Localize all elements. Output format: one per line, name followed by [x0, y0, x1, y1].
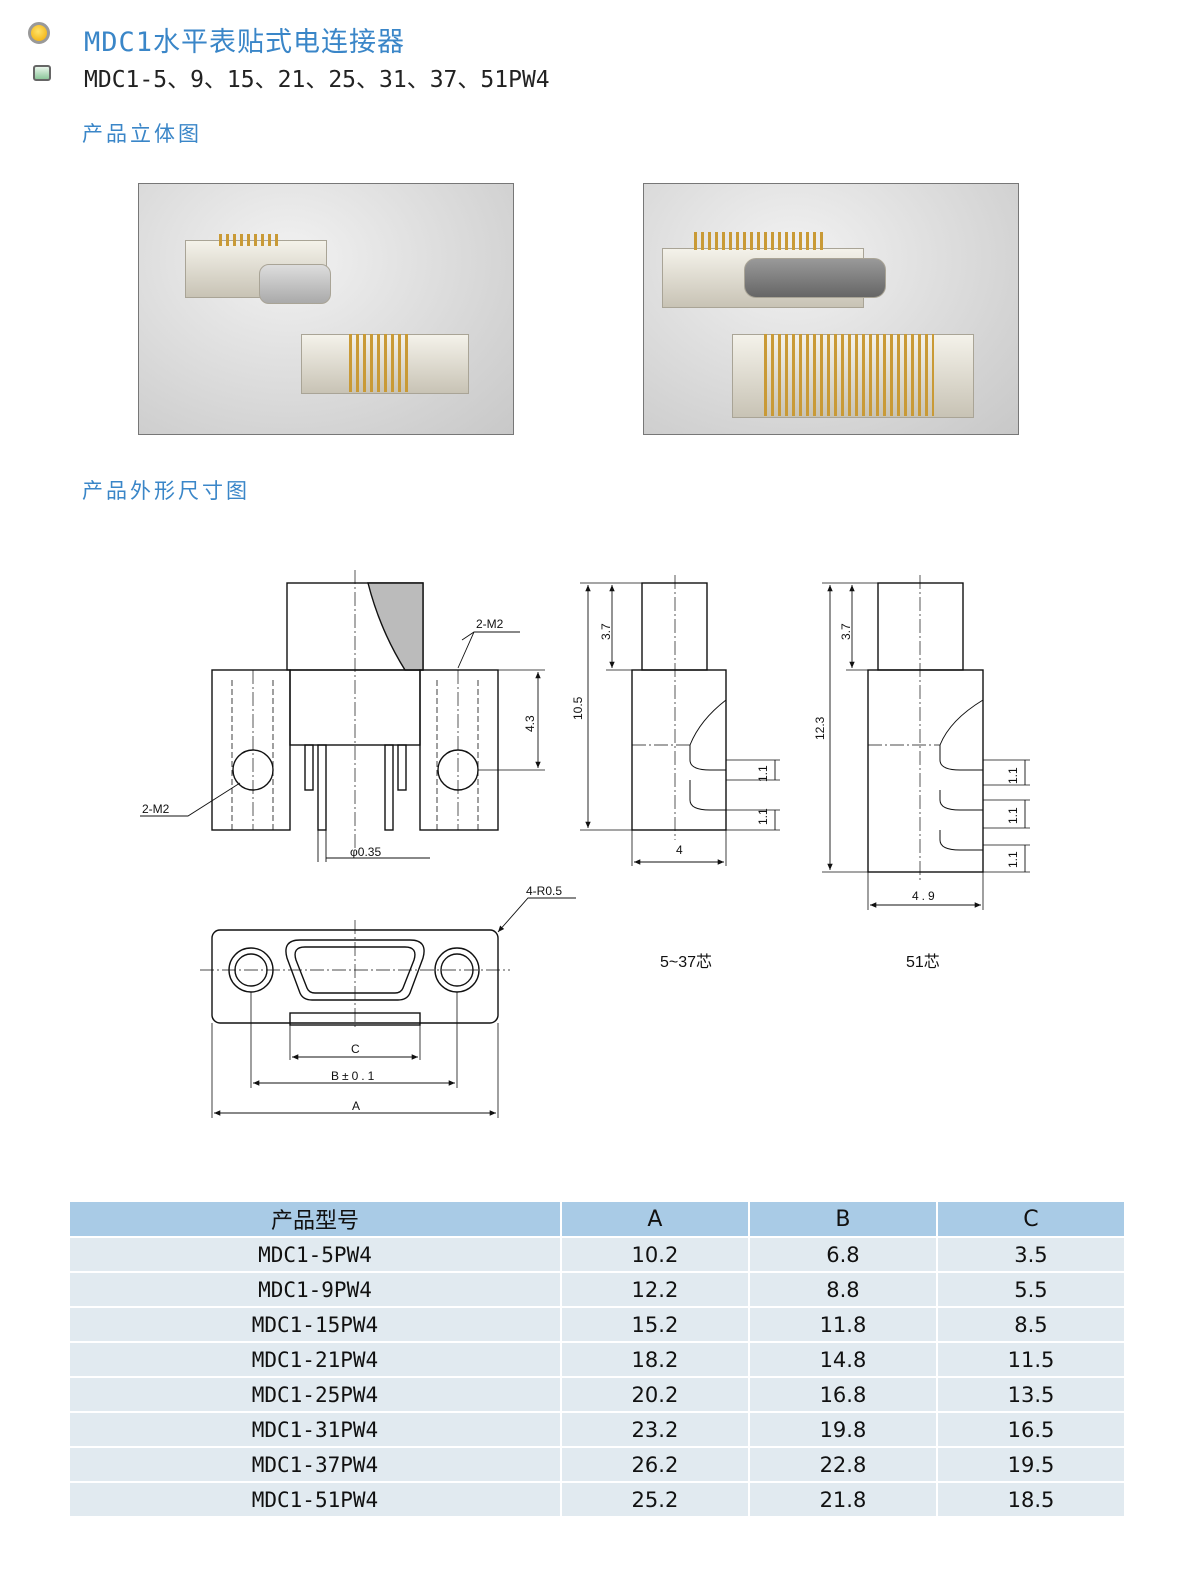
dim-b: B±0.1 — [331, 1069, 377, 1083]
front-view — [140, 570, 545, 862]
bottom-view — [200, 897, 576, 1118]
cell-model: MDC1-31PW4 — [70, 1413, 560, 1446]
cell-model: MDC1-9PW4 — [70, 1273, 560, 1306]
section-3d-view: 产品立体图 — [82, 122, 202, 146]
cell-c: 11.5 — [937, 1343, 1124, 1376]
header-c: C — [937, 1202, 1124, 1236]
cell-a: 15.2 — [561, 1308, 748, 1341]
dim-phi-0-35: φ0.35 — [350, 845, 381, 859]
cell-c: 16.5 — [937, 1413, 1124, 1446]
cell-model: MDC1-51PW4 — [70, 1483, 560, 1516]
side1-dim-3-7: 3.7 — [599, 623, 613, 640]
cell-b: 6.8 — [749, 1238, 936, 1271]
cell-model: MDC1-37PW4 — [70, 1448, 560, 1481]
cell-c: 19.5 — [937, 1448, 1124, 1481]
cell-a: 10.2 — [561, 1238, 748, 1271]
product-photo-small — [138, 183, 514, 435]
cell-b: 16.8 — [749, 1378, 936, 1411]
cell-b: 14.8 — [749, 1343, 936, 1376]
dim-4-3: 4.3 — [523, 715, 537, 732]
product-photo-large — [643, 183, 1019, 435]
side2-dim-1-1b: 1.1 — [1006, 807, 1020, 824]
cell-c: 18.5 — [937, 1483, 1124, 1516]
product-title: MDC1水平表贴式电连接器 — [84, 27, 406, 58]
cell-a: 20.2 — [561, 1378, 748, 1411]
side2-dim-1-1c: 1.1 — [1006, 851, 1020, 868]
header-b: B — [749, 1202, 936, 1236]
cell-a: 23.2 — [561, 1413, 748, 1446]
header-model: 产品型号 — [70, 1202, 560, 1236]
cell-model: MDC1-21PW4 — [70, 1343, 560, 1376]
cell-b: 11.8 — [749, 1308, 936, 1341]
cell-a: 18.2 — [561, 1343, 748, 1376]
label-2m2-left: 2-M2 — [142, 802, 170, 816]
side2-dim-4-9: 4.9 — [912, 889, 938, 903]
table-header-row: 产品型号 A B C — [70, 1202, 1124, 1236]
side1-dim-1-1b: 1.1 — [756, 808, 770, 825]
cell-c: 5.5 — [937, 1273, 1124, 1306]
caption-51: 51芯 — [906, 953, 940, 971]
section-dimension-drawing: 产品外形尺寸图 — [82, 479, 250, 503]
side2-dim-1-1a: 1.1 — [1006, 767, 1020, 784]
green-bullet-icon — [33, 65, 51, 81]
cell-b: 8.8 — [749, 1273, 936, 1306]
orange-bullet-icon — [28, 22, 50, 44]
cell-c: 13.5 — [937, 1378, 1124, 1411]
cell-a: 12.2 — [561, 1273, 748, 1306]
side1-dim-4: 4 — [676, 843, 683, 857]
cell-model: MDC1-25PW4 — [70, 1378, 560, 1411]
side1-dim-10-5: 10.5 — [571, 696, 585, 720]
cell-model: MDC1-15PW4 — [70, 1308, 560, 1341]
cell-b: 22.8 — [749, 1448, 936, 1481]
dim-4-r0-5: 4-R0.5 — [526, 884, 562, 898]
dim-a: A — [352, 1099, 360, 1113]
side1-dim-1-1a: 1.1 — [756, 765, 770, 782]
cell-a: 26.2 — [561, 1448, 748, 1481]
cell-model: MDC1-5PW4 — [70, 1238, 560, 1271]
side2-dim-3-7: 3.7 — [839, 623, 853, 640]
cell-a: 25.2 — [561, 1483, 748, 1516]
product-models: MDC1-5、9、15、21、25、31、37、51PW4 — [84, 67, 550, 93]
side2-dim-12-3: 12.3 — [813, 716, 827, 740]
cell-b: 19.8 — [749, 1413, 936, 1446]
header-a: A — [561, 1202, 748, 1236]
cell-c: 8.5 — [937, 1308, 1124, 1341]
dim-c: C — [351, 1042, 360, 1056]
cell-b: 21.8 — [749, 1483, 936, 1516]
side-view-51 — [822, 575, 1030, 910]
caption-5-37: 5~37芯 — [660, 953, 712, 971]
label-2m2-top: 2-M2 — [476, 617, 504, 631]
cell-c: 3.5 — [937, 1238, 1124, 1271]
side-view-5-37 — [580, 575, 780, 866]
